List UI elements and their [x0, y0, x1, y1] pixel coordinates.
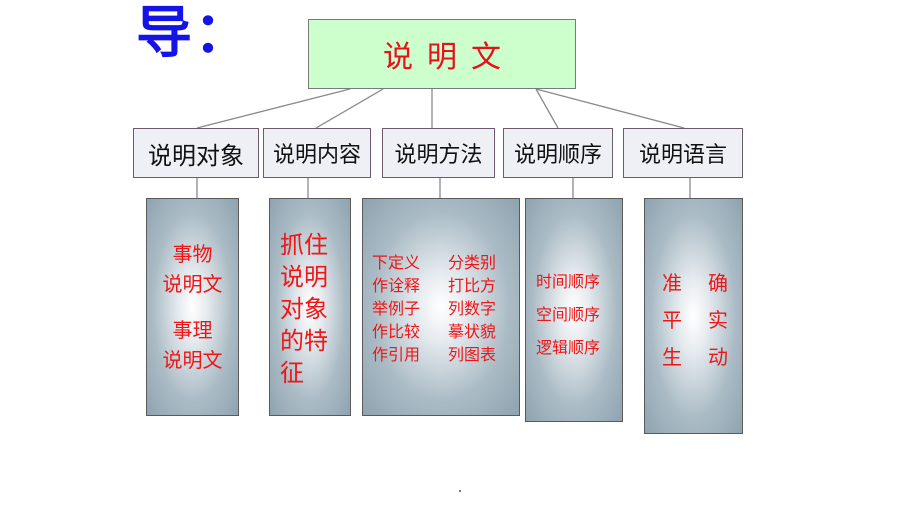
detail-objects: 事物 说明文 事理 说明文 — [146, 198, 239, 416]
detail-methods-row: 作比较 摹状貌 — [372, 320, 519, 343]
detail-language-item: 确 — [708, 271, 728, 295]
connector-root-order — [535, 88, 559, 129]
detail-content: 抓住 说明 对象 的特 征 — [269, 198, 351, 416]
detail-language-item: 实 — [708, 308, 728, 332]
detail-methods-item: 下定义 — [372, 253, 421, 272]
detail-content-line: 的特 — [280, 327, 328, 355]
decorative-dot — [459, 490, 461, 492]
detail-methods-item: 列数字 — [448, 299, 497, 318]
detail-methods-row: 作引用 列图表 — [372, 343, 519, 366]
root-node: 说明文 — [308, 19, 576, 89]
detail-language-row: 准确 — [662, 265, 742, 302]
detail-methods-item: 作引用 — [372, 345, 421, 364]
detail-language-item: 动 — [708, 345, 728, 369]
detail-content-line: 征 — [280, 359, 304, 387]
detail-methods-row: 作诠释 打比方 — [372, 274, 519, 297]
detail-methods-item: 打比方 — [448, 276, 497, 295]
detail-objects-line: 事物 — [172, 242, 213, 266]
category-methods: 说明方法 — [382, 128, 495, 178]
detail-language-item: 平 — [662, 308, 682, 332]
detail-content-line: 对象 — [280, 295, 328, 323]
detail-order-line: 逻辑顺序 — [536, 338, 601, 357]
detail-methods-item: 摹状貌 — [448, 322, 497, 341]
page-heading: 导： — [136, 1, 252, 66]
connector-root-objects — [196, 88, 351, 129]
detail-language: 准确 平实 生动 — [644, 198, 743, 434]
detail-order-line: 空间顺序 — [536, 305, 601, 324]
category-order: 说明顺序 — [503, 128, 613, 178]
detail-methods-item: 列图表 — [448, 345, 497, 364]
detail-objects-line: 事理 — [172, 318, 213, 342]
category-content-label: 说明内容 — [272, 143, 361, 168]
category-methods-label: 说明方法 — [394, 143, 483, 168]
detail-objects-line: 说明文 — [162, 272, 223, 296]
detail-methods-item: 作诠释 — [372, 276, 421, 295]
category-language-label: 说明语言 — [638, 143, 727, 168]
category-order-label: 说明顺序 — [513, 143, 602, 168]
detail-language-item: 生 — [662, 345, 682, 369]
detail-objects-line: 说明文 — [162, 348, 223, 372]
detail-content-line: 抓住 — [280, 231, 328, 259]
connector-root-content — [315, 88, 384, 129]
category-language: 说明语言 — [623, 128, 743, 178]
detail-language-row: 生动 — [662, 339, 742, 376]
root-label: 说明文 — [383, 40, 515, 75]
detail-methods-item: 作比较 — [372, 322, 421, 341]
detail-content-line: 说明 — [280, 263, 328, 291]
category-content: 说明内容 — [263, 128, 371, 178]
detail-methods: 下定义 分类别 作诠释 打比方 举例子 列数字 作比较 摹状貌 作引用 列图表 — [362, 198, 520, 416]
detail-language-row: 平实 — [662, 302, 742, 339]
detail-order-line: 时间顺序 — [536, 272, 601, 291]
detail-methods-row: 下定义 分类别 — [372, 251, 519, 274]
category-objects-label: 说明对象 — [148, 141, 244, 170]
category-objects: 说明对象 — [133, 128, 259, 178]
detail-language-item: 准 — [662, 271, 682, 295]
detail-order: 时间顺序 空间顺序 逻辑顺序 — [525, 198, 623, 422]
detail-methods-item: 举例子 — [372, 299, 421, 318]
detail-methods-item: 分类别 — [448, 253, 497, 272]
connector-root-language — [535, 88, 685, 129]
detail-methods-row: 举例子 列数字 — [372, 297, 519, 320]
